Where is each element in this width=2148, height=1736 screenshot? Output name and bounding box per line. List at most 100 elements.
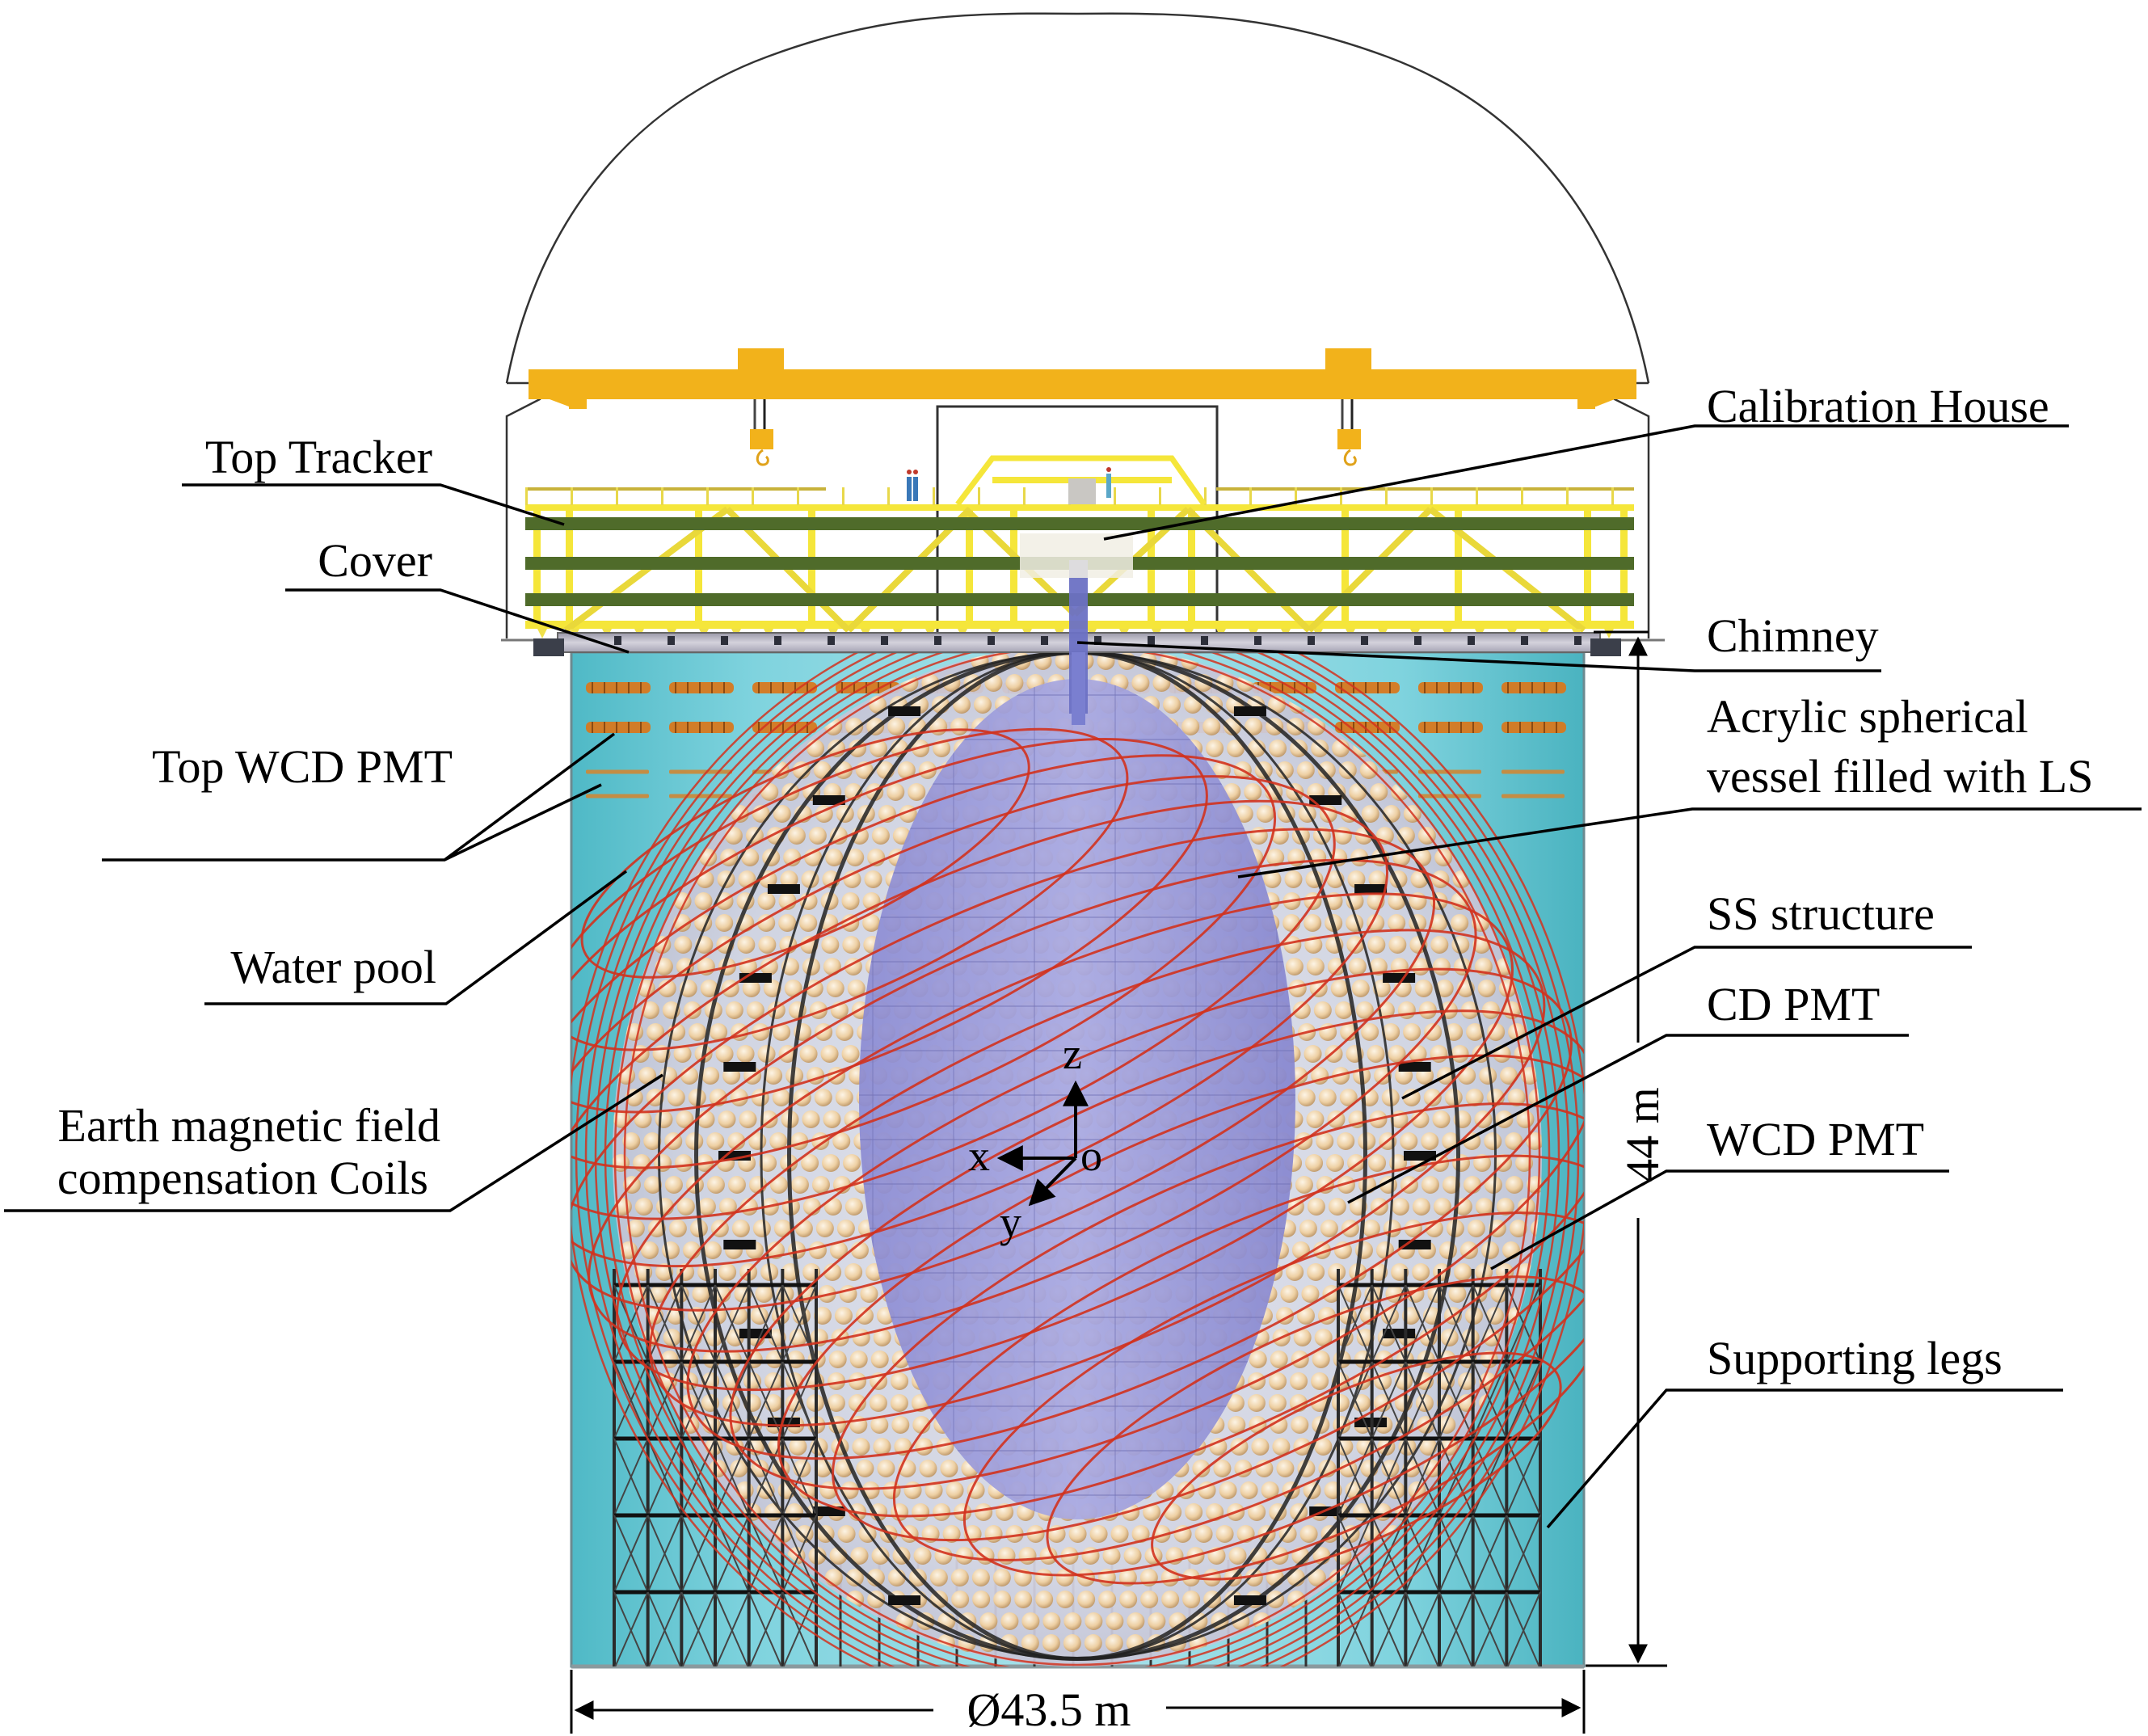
cd-pmt (1226, 1394, 1245, 1412)
cd-pmt (1313, 1001, 1332, 1019)
cd-pmt (1085, 1612, 1103, 1630)
cover-foot (1254, 636, 1261, 645)
cd-pmt (823, 1110, 841, 1128)
cd-pmt (778, 914, 797, 932)
crane-hook-left (750, 399, 773, 466)
leader-acrylic-vessel (1237, 807, 2142, 879)
cd-pmt (1245, 718, 1263, 735)
cd-pmt (929, 1569, 948, 1586)
component-labels: Top Tracker Cover Top WCD PMT Water pool… (57, 380, 2094, 1384)
cd-pmt (979, 1612, 998, 1630)
top-tracker-railing-post (1430, 487, 1433, 505)
cd-pmt (1509, 1220, 1527, 1237)
cd-pmt (835, 1089, 853, 1106)
cd-pmt (1397, 1001, 1416, 1019)
cd-pmt (715, 1045, 734, 1063)
compensation-coil (571, 828, 1436, 1312)
support-leg-diagonal (781, 1515, 817, 1593)
compensation-coil (777, 1054, 1584, 1518)
cd-pmt (1268, 1394, 1287, 1412)
compensation-coil (571, 754, 1277, 1169)
cd-pmt (763, 980, 781, 997)
cd-pmt (1312, 1350, 1330, 1368)
ss-structure-strut (723, 1240, 756, 1249)
cd-pmt (692, 1285, 710, 1303)
support-leg-diagonal (1371, 1361, 1407, 1439)
dimension-diameter: Ø43.5 m (570, 1670, 1586, 1736)
crane-end-right (1577, 399, 1595, 409)
compensation-coil (648, 929, 1546, 1427)
cd-pmt (1412, 1198, 1430, 1216)
cd-pmt (912, 1503, 930, 1521)
cd-pmt (1286, 1263, 1304, 1281)
cd-pmt (1039, 1547, 1058, 1565)
support-leg-diagonal (1371, 1591, 1407, 1666)
leader-wcd-pmt (1490, 1169, 1949, 1270)
cd-pmt (1328, 1198, 1346, 1216)
compensation-coil (571, 727, 1129, 1051)
cd-pmt (870, 1416, 889, 1434)
cd-pmt (773, 1220, 792, 1237)
cd-pmt (1349, 783, 1367, 801)
cd-pmt (1467, 1220, 1485, 1237)
cd-pmt (1110, 1525, 1129, 1543)
cd-pmt (831, 1329, 849, 1346)
cd-pmt (1119, 1591, 1138, 1608)
top-wcd-pmt-group (669, 769, 732, 774)
cd-pmt (808, 1241, 827, 1259)
cd-pmt (873, 1438, 891, 1456)
cd-pmt (1424, 1023, 1443, 1041)
leader-cover (285, 588, 630, 654)
support-leg-diagonal (647, 1591, 683, 1666)
cd-pmt (1249, 827, 1268, 845)
cd-pmt (1261, 1481, 1279, 1499)
leader-top-tracker (182, 483, 565, 526)
cd-pmt (827, 1394, 845, 1412)
cd-pmt (1248, 1503, 1266, 1521)
cd-pmt (821, 936, 840, 954)
cd-pmt (1361, 1023, 1379, 1041)
cd-pmt (718, 1263, 737, 1281)
cd-pmt (967, 1481, 985, 1499)
cd-pmt (1215, 1525, 1234, 1543)
cd-pmt (1341, 1525, 1360, 1543)
cd-pmt (843, 1154, 861, 1172)
cd-pmt (633, 1154, 651, 1172)
cd-pmt (870, 1350, 889, 1368)
compensation-coil (686, 967, 1573, 1460)
cd-pmt (825, 849, 844, 866)
cd-pmt (1320, 1220, 1338, 1237)
cd-pmt (1348, 958, 1367, 975)
cd-pmt (984, 1525, 1003, 1543)
top-wcd-pmt-group (669, 682, 734, 693)
cover-foot (1574, 636, 1582, 645)
cd-pmt (813, 1307, 832, 1325)
cd-pmt (1270, 1416, 1288, 1434)
cd-pmt (834, 1307, 853, 1325)
cd-pmt (844, 1198, 863, 1216)
cd-pmt (1098, 1591, 1117, 1608)
cd-pmt (950, 718, 969, 735)
cd-pmt (1272, 1438, 1291, 1456)
cd-pmt (829, 827, 848, 845)
cd-pmt (891, 1416, 910, 1434)
cd-pmt (1055, 1569, 1074, 1586)
support-leg-diagonal (1506, 1515, 1541, 1593)
cd-pmt (1299, 1525, 1318, 1543)
cd-pmt (951, 1591, 970, 1608)
cd-pmt (715, 914, 734, 932)
cd-pmt (675, 1154, 693, 1172)
cd-pmt (1423, 1089, 1442, 1106)
cd-pmt (1021, 1612, 1040, 1630)
label-top-wcd-pmt: Top WCD PMT (152, 740, 453, 793)
cd-pmt (1131, 674, 1150, 692)
cd-pmt (940, 1460, 958, 1477)
cd-pmt (1332, 739, 1350, 757)
ss-structure-strut (723, 1062, 756, 1072)
cd-pmt (891, 1503, 909, 1521)
cd-pmt (758, 936, 777, 954)
cd-pmt (1330, 980, 1349, 997)
cover-foot (1468, 636, 1475, 645)
cd-pmt (1374, 1067, 1392, 1085)
top-tracker-railing-post (525, 487, 528, 505)
